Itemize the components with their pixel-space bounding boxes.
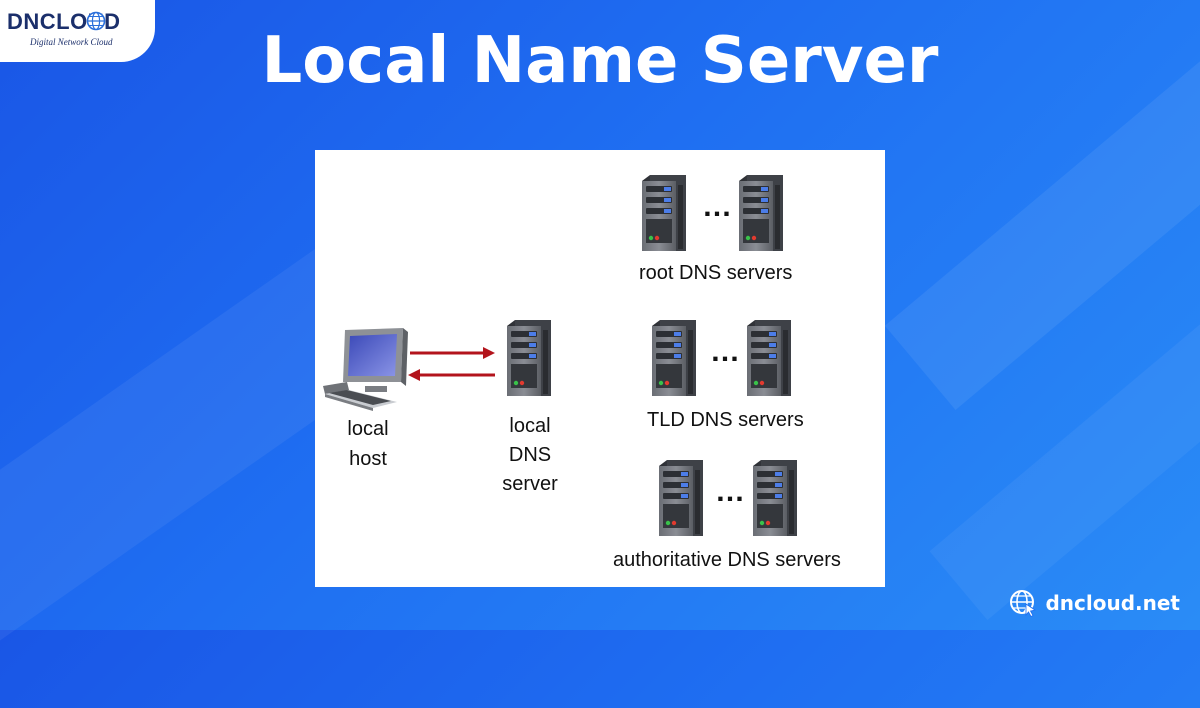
website-text: dncloud.net [1045,591,1180,615]
authoritative-server-icon [659,460,703,536]
background-stripe [929,229,1200,621]
ellipsis: … [710,335,740,368]
globe-cursor-icon [1010,590,1037,617]
desktop-computer-icon [323,328,408,411]
authoritative-server-icon [753,460,797,536]
diagram-graphics [323,175,797,536]
globe-icon [86,11,106,31]
root-dns-label: root DNS servers [639,262,793,284]
logo-tagline: Digital Network Cloud [30,37,113,47]
local-dns-server-icon [507,320,551,396]
page-title: Local Name Server [261,24,939,98]
tld-dns-label: TLD DNS servers [647,409,804,431]
root-server-icon [739,175,783,251]
root-server-icon [642,175,686,251]
request-arrow [410,347,495,359]
local-dns-label: local DNS server [502,415,558,495]
website-link[interactable]: dncloud.net [1009,588,1180,618]
dns-diagram: … … … root DNS servers TLD DNS servers a… [315,150,885,587]
authoritative-dns-label: authoritative DNS servers [613,549,841,571]
tld-server-icon [652,320,696,396]
local-host-label: local host [347,418,389,470]
response-arrow [408,369,495,381]
brand-logo[interactable]: DNCLOUD Digital Network Cloud [0,0,155,62]
tld-server-icon [747,320,791,396]
ellipsis: … [715,475,745,508]
ellipsis: … [702,190,732,223]
